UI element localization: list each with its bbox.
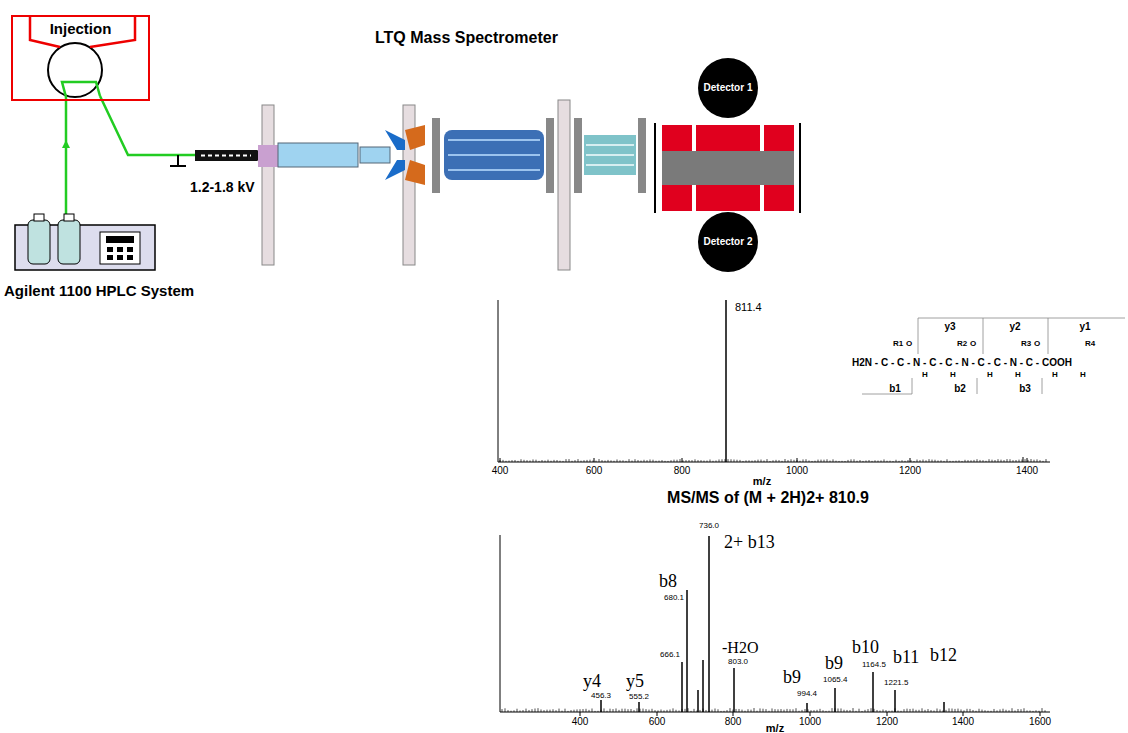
atom: H [1015,371,1021,379]
peak-label: 1164.5 [862,661,886,669]
ion-label: b12 [930,646,957,664]
node-label: Detector 1 [703,82,753,94]
axis-tick: 1400 [952,717,974,727]
node-label: Injection [13,20,148,37]
atom: R3 [1021,340,1031,348]
ion-label: b8 [659,572,677,590]
atom: H [950,371,956,379]
axis-tick: 1000 [786,466,808,476]
ion-label: y5 [626,672,644,690]
voltage-label: 1.2-1.8 kV [190,180,255,194]
fragment-label: b1 [889,384,901,394]
atom: H [922,371,928,379]
fragment-label: b2 [954,384,966,394]
peak-label: 1221.5 [884,679,908,687]
peak-label: 666.1 [660,651,680,659]
node-label: Detector 2 [703,236,753,248]
axis-tick: 600 [586,466,603,476]
peak-label: 994.4 [797,690,817,698]
system-label: Agilent 1100 HPLC System [4,283,194,298]
axis-tick: 400 [492,466,509,476]
peak-label: 736.0 [699,522,719,530]
axis-tick: 600 [649,717,666,727]
title: LTQ Mass Spectrometer [375,30,558,46]
atom: R1 [893,340,903,348]
atom: R2 [957,340,967,348]
ion-label: -H2O [722,640,758,656]
ion-label: y4 [583,672,601,690]
atom: H [1052,371,1058,379]
detector-circle: Detector 2 [698,212,758,272]
atom: H [1080,371,1086,379]
fragment-label: b3 [1019,384,1031,394]
ion-label: b10 [852,638,879,656]
axis-tick: 1200 [876,717,898,727]
fragment-label: y1 [1079,322,1090,332]
axis-tick: 800 [725,717,742,727]
fragment-label: y2 [1009,322,1020,332]
peak-label: 555.2 [629,693,649,701]
axis-title: m/z [753,476,771,487]
peptide-formula: H2N - C - C - N - C - C - N - C - C - N … [852,358,1072,368]
peak-label: 803.0 [728,658,748,666]
injection-box: Injection [11,15,150,101]
axis-title: m/z [766,723,784,733]
axis-tick: 1600 [1029,717,1051,727]
ion-label: b9 [783,668,801,686]
axis-tick: 1400 [1016,466,1038,476]
atom: O [970,340,976,348]
chart-title: MS/MS of (M + 2H)2+ 810.9 [667,490,869,506]
atom: H [987,371,993,379]
peak-label: 811.4 [735,302,762,313]
ion-label: b9 [825,654,843,672]
peak-label: 456.3 [591,692,611,700]
axis-tick: 400 [572,717,589,727]
ion-label: b11 [893,648,919,666]
ion-label: 2+ b13 [724,533,775,551]
axis-tick: 1200 [899,466,921,476]
atom: O [906,340,912,348]
atom: O [1034,340,1040,348]
fragment-label: y3 [944,322,955,332]
axis-tick: 800 [674,466,691,476]
detector-circle: Detector 1 [698,58,758,118]
axis-tick: 1000 [799,717,821,727]
peak-label: 680.1 [664,594,684,602]
peak-label: 1065.4 [823,676,847,684]
atom: R4 [1085,340,1095,348]
